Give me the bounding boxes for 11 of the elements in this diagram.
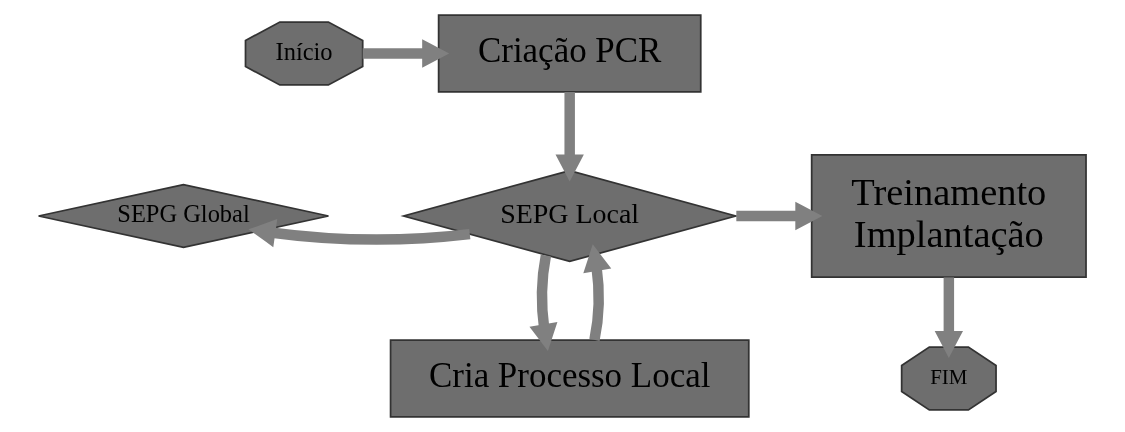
node-box: Treinamento Implantação: [810, 153, 1087, 279]
arrow: [736, 201, 823, 231]
node-box: Criação PCR: [437, 14, 702, 93]
arrow: [362, 39, 450, 68]
arrow: [529, 254, 558, 351]
arrow: [555, 92, 584, 182]
arrow: [583, 244, 612, 341]
node-diamond: SEPG Local: [400, 169, 739, 263]
arrow: [934, 277, 963, 358]
arrow: [248, 219, 471, 248]
node-box: Cria Processo Local: [389, 339, 750, 418]
